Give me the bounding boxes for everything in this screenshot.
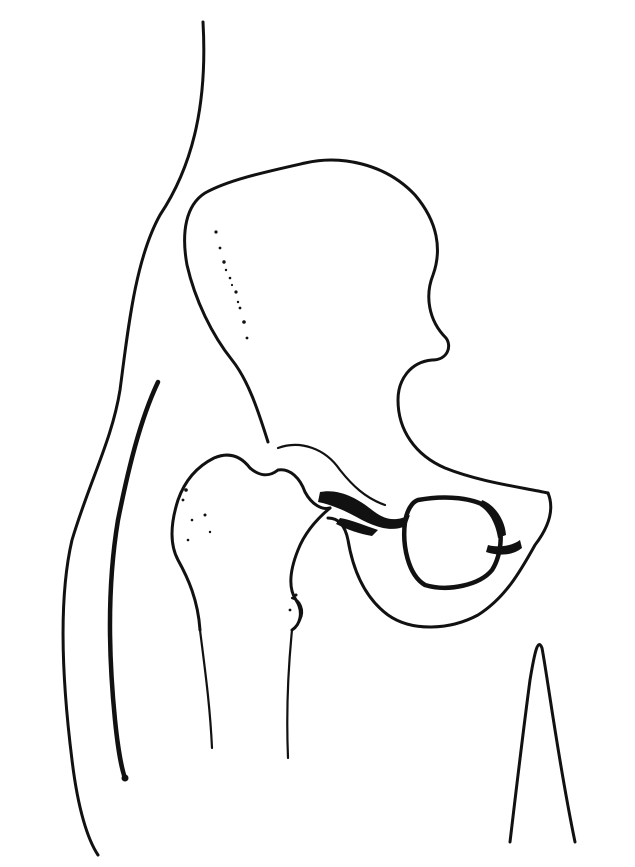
body-outline: [63, 22, 204, 855]
femoral-neck-upper: [250, 468, 330, 508]
femur-shaft-medial: [287, 630, 292, 758]
iliac-stipple: [214, 230, 248, 339]
femoral-neck-lower: [291, 508, 330, 630]
soft-tissue-line-end: [122, 775, 129, 782]
perineal-contour: [510, 645, 575, 842]
femur-shaft-lateral: [200, 630, 212, 748]
pelvis-ilium-outline: [185, 160, 548, 493]
femoral-head-outline: [172, 455, 250, 630]
soft-tissue-line: [110, 382, 158, 778]
femoral-head-stipple: [182, 488, 298, 611]
